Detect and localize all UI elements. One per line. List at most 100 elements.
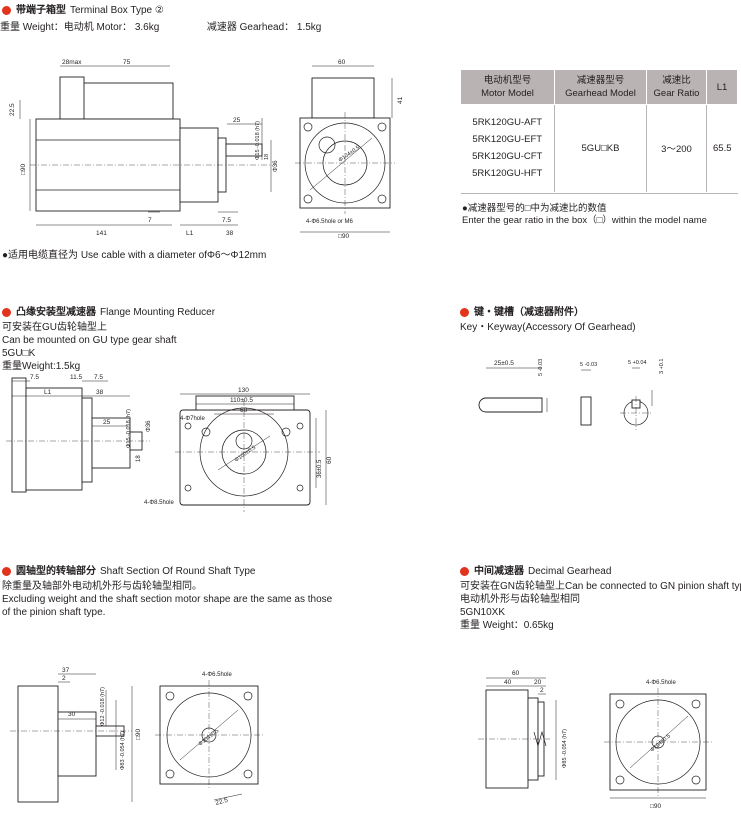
motor-model: 5RK120GU-HFT xyxy=(472,168,543,180)
front-dim-hole: 4-Φ6.5hole or M6 xyxy=(306,219,353,225)
dim-38: 38 xyxy=(226,230,234,237)
flange-line1: 可安装在GU齿轮轴型上 xyxy=(2,322,107,333)
round-shaft-side-drawing: 37 2 30 Φ12 -0.018 (h7) Φ83 -0.054 (h7) … xyxy=(10,667,142,803)
round-shaft-front-drawing: 4-Φ6.5hole Φ104±0.5 22.5 xyxy=(155,672,264,807)
th-l1: L1 xyxy=(706,69,738,105)
section-title-cn: 键・键槽（减速器附件） xyxy=(474,307,584,318)
flange-dim-7-5a: 7.5 xyxy=(30,374,39,381)
terminal-box-header: 带端子箱型 Terminal Box Type ② 重量 Weight：电动机 … xyxy=(0,4,321,34)
dim-l1: L1 xyxy=(186,230,194,237)
flange-front-dim-36: 36±0.5 xyxy=(317,459,323,478)
round-dim-sq90: □90 xyxy=(135,728,142,740)
round-dim-30: 30 xyxy=(68,711,76,718)
decimal-dim-20: 20 xyxy=(534,679,542,686)
section-title-en: Terminal Box Type ② xyxy=(70,5,164,16)
decimal-line4: 重量 Weight：0.65kg xyxy=(460,620,554,631)
bullet-icon xyxy=(2,6,11,15)
flange-dim-phi36: Φ36 xyxy=(146,420,152,432)
flange-header: 凸缘安装型减速器 Flange Mounting Reducer 可安装在GU齿… xyxy=(2,306,215,373)
gearhead-model-cell: 5GU□KB xyxy=(554,104,647,192)
motor-model: 5RK120GU-AFT xyxy=(472,117,543,129)
round-dim-37: 37 xyxy=(62,667,70,674)
flange-front-hole-7: 4-Φ7hole xyxy=(180,416,205,422)
dim-141: 141 xyxy=(96,230,107,237)
flange-front-dim-60: 60 xyxy=(240,407,248,414)
section-title-en: Flange Mounting Reducer xyxy=(100,307,216,318)
l1-cell: 65.5 xyxy=(713,142,732,154)
cable-note: ●适用电缆直径为 Use cable with a diameter ofΦ6～… xyxy=(2,250,267,261)
section-title-en: Decimal Gearhead xyxy=(528,566,612,577)
front-dim-60: 60 xyxy=(338,59,346,66)
flange-dim-l1: L1 xyxy=(44,389,52,396)
dim-18: 18 xyxy=(264,154,270,160)
terminal-box-side-drawing: 28max 75 22.5 25 Φ15 -0.018 (h7) Φ36 18 … xyxy=(9,59,279,237)
dim-75: 75 xyxy=(123,59,131,66)
dim-25: 25 xyxy=(233,117,241,124)
table-note-en: Enter the gear ratio in the box（□）within… xyxy=(462,215,707,226)
decimal-front-drawing: 4-Φ6.5hole Φ104±0.5 □90 xyxy=(604,680,712,810)
dim-sq90: □90 xyxy=(20,163,27,175)
flange-dim-25: 25 xyxy=(103,419,111,426)
section-title-cn: 中间减速器 xyxy=(474,566,524,577)
flange-dim-7-5b: 7.5 xyxy=(94,374,103,381)
flange-dim-phi15: Φ15 -0.018 (h7) xyxy=(126,409,132,448)
flange-dim-18: 18 xyxy=(136,455,142,462)
round-front-22-5: 22.5 xyxy=(215,797,229,807)
motor-model: 5RK120GU-CFT xyxy=(472,151,543,163)
decimal-line2: 电动机外形与齿轮轴型相同 xyxy=(460,594,580,605)
round-line2: Excluding weight and the shaft section m… xyxy=(2,594,333,605)
table-note: ●减速器型号的□中为减速比的数值 Enter the gear ratio in… xyxy=(462,203,707,227)
dim-28max: 28max xyxy=(62,59,82,66)
decimal-dim-40: 40 xyxy=(504,679,512,686)
dim-phi36: Φ36 xyxy=(273,160,279,172)
key-dim-5a: 5 -0.03 xyxy=(538,359,544,376)
decimal-dim-60: 60 xyxy=(512,670,520,677)
round-front-hole: 4-Φ6.5hole xyxy=(202,672,232,678)
section-title-cn: 圆轴型的转轴部分 xyxy=(16,566,96,577)
key-drawing: 25±0.5 5 -0.03 5 -0.03 5 +0.04 3 +0.1 xyxy=(478,359,665,430)
flange-dim-38: 38 xyxy=(96,389,104,396)
flange-front-hole-8-5: 4-Φ8.5hole xyxy=(144,500,174,506)
flange-line3: 5GU□K xyxy=(2,348,36,359)
decimal-side-drawing: 60 40 20 2 Φ85 -0.054 (h7) xyxy=(478,670,568,789)
round-dim-phi12: Φ12 -0.018 (h7) xyxy=(100,687,106,726)
bullet-icon xyxy=(460,567,469,576)
flange-dim-11-5: 11.5 xyxy=(70,374,83,381)
bullet-icon xyxy=(2,567,11,576)
dim-7-5: 7.5 xyxy=(222,217,231,224)
round-dim-2: 2 xyxy=(62,675,66,682)
terminal-box-front-drawing: 60 41 Φ104±0.5 4-Φ6.5hole or M6 □90 xyxy=(295,59,404,240)
flange-front-dim-130: 130 xyxy=(238,387,249,394)
motor-model: 5RK120GU-EFT xyxy=(472,134,543,146)
flange-side-drawing: L1 38 7.5 11.5 7.5 25 Φ15 -0.018 (h7) Φ3… xyxy=(6,374,152,493)
decimal-dim-2: 2 xyxy=(540,687,544,694)
round-line3: of the pinion shaft type. xyxy=(2,607,106,618)
bullet-icon xyxy=(2,308,11,317)
flange-front-dim-110: 110±0.5 xyxy=(230,397,253,404)
round-header: 圆轴型的转轴部分 Shaft Section Of Round Shaft Ty… xyxy=(2,565,332,619)
weight-motor: 重量 Weight：电动机 Motor： 3.6kg xyxy=(0,22,160,33)
key-dim-5b: 5 -0.03 xyxy=(580,362,597,368)
dim-22-5: 22.5 xyxy=(9,103,16,116)
decimal-front-hole: 4-Φ6.5hole xyxy=(646,680,676,686)
table-note-cn: ●减速器型号的□中为减速比的数值 xyxy=(462,203,607,214)
round-line1: 除重量及轴部外电动机外形与齿轮轴型相同。 xyxy=(2,581,202,592)
decimal-line3: 5GN10XK xyxy=(460,607,506,618)
round-dim-phi83: Φ83 -0.054 (h7) xyxy=(120,731,126,770)
dim-phi15: Φ15 -0.018 (h7) xyxy=(255,121,261,160)
dim-7: 7 xyxy=(148,217,152,224)
motor-model-cell: 5RK120GU-AFT 5RK120GU-EFT 5RK120GU-CFT 5… xyxy=(460,104,555,192)
decimal-front-sq90: □90 xyxy=(650,803,662,810)
front-dim-41: 41 xyxy=(397,96,404,104)
flange-line4: 重量Weight:1.5kg xyxy=(2,361,81,372)
section-title-cn: 带端子箱型 xyxy=(16,5,66,16)
decimal-line1: 可安装在GN齿轮轴型上Can be connected to GN pinion… xyxy=(460,581,741,592)
section-title-en: Shaft Section Of Round Shaft Type xyxy=(100,566,256,577)
key-dim-3: 3 +0.1 xyxy=(659,359,665,374)
flange-front-dim-60b: 60 xyxy=(326,456,333,464)
flange-front-drawing: 130 110±0.5 60 4-Φ7hole Φ100±0.5 36±0.5 … xyxy=(144,387,333,512)
